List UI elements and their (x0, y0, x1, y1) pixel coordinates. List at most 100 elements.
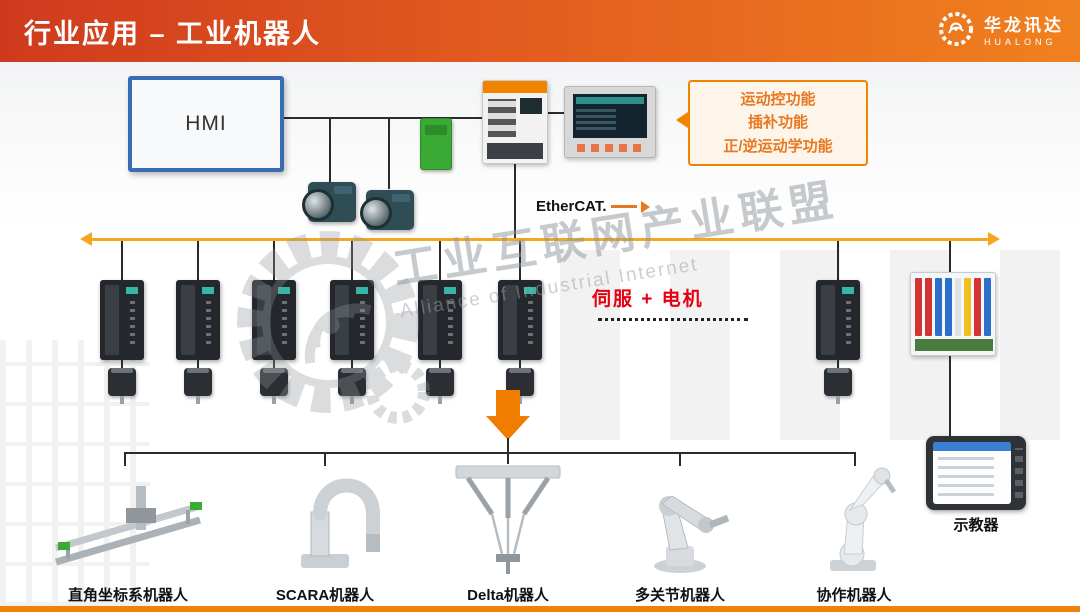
io-terminal-blue (944, 278, 952, 336)
wire-bus-drive-4 (351, 241, 353, 280)
wire-drive-motor (439, 360, 441, 368)
wire-drop-robot-5 (854, 452, 856, 466)
ethercat-label: EtherCAT. (536, 198, 607, 215)
servo-drive (330, 280, 374, 360)
servo-motor (338, 368, 366, 404)
servo-drive (252, 280, 296, 360)
collaborative-robot-image (830, 467, 897, 571)
scara-robot-image (301, 478, 380, 568)
teach-pendant-screen (933, 442, 1011, 504)
servo-drive (100, 280, 144, 360)
wire-io-pendant (949, 356, 951, 440)
bus-arrow-left-icon (80, 232, 92, 246)
feature-callout: 运动控功能 插补功能 正/逆运动学功能 (688, 80, 868, 166)
io-terminal-blue (984, 278, 991, 336)
page-title: 行业应用 – 工业机器人 (24, 18, 322, 49)
plc-orange-band (483, 81, 547, 93)
servo-motor (426, 368, 454, 404)
wire-drop-robot-4 (679, 452, 681, 466)
ethercat-arrowhead-icon (640, 200, 650, 213)
ethercat-logo: EtherCAT. (536, 198, 650, 215)
teach-pendant-label: 示教器 (953, 517, 999, 534)
wire-plc-to-bus (514, 162, 516, 240)
robot-label-collaborative: 协作机器人 (816, 587, 892, 604)
wire-bus-drive-3 (273, 241, 275, 280)
teach-pendant-buttons (1015, 448, 1023, 498)
wire-drop-camera1 (329, 117, 331, 183)
bus-coupler-device (420, 118, 452, 170)
servo-motor (184, 368, 212, 404)
io-terminal-red (924, 278, 932, 336)
plc-connector-block (487, 143, 543, 159)
ethercat-arrow-icon (610, 205, 637, 208)
wire-plc-to-screen (546, 112, 564, 114)
bottom-accent-bar (0, 606, 1080, 612)
wire-drop-robot-1 (124, 452, 126, 466)
wire-hmi-to-plc (276, 117, 486, 119)
wire-drive-motor (351, 360, 353, 368)
feature-line-1: 运动控功能 (740, 91, 816, 109)
io-terminal-gray (954, 278, 962, 336)
feature-line-3: 正/逆运动学功能 (723, 137, 833, 155)
feature-line-2: 插补功能 (747, 114, 808, 132)
wire-drive-motor (837, 360, 839, 368)
gear-fingerprint-logo-icon (939, 12, 973, 46)
wire-drive-motor (273, 360, 275, 368)
wire-bus-drive-7 (837, 241, 839, 280)
camera-lens-icon (302, 189, 334, 221)
hmi-box: HMI (128, 76, 284, 172)
io-terminal-yellow (964, 278, 972, 336)
servo-motor (824, 368, 852, 404)
logo-name-en: HUALONG (984, 37, 1057, 47)
controller-buttons (577, 144, 643, 152)
camera-body-detail (392, 194, 410, 202)
servo-motor-label: 伺服 + 电机 (592, 289, 704, 310)
wire-bus-drive-5 (439, 241, 441, 280)
ellipsis-dotted-line (598, 318, 748, 321)
robot-label-articulated: 多关节机器人 (634, 587, 725, 604)
wire-drive-motor (121, 360, 123, 368)
robot-label-cartesian: 直角坐标系机器人 (67, 587, 188, 604)
wire-bus-drive-1 (121, 241, 123, 280)
plc-controller-device (482, 80, 548, 164)
teach-pendant-device (926, 436, 1026, 510)
servo-motor (108, 368, 136, 404)
servo-drive (418, 280, 462, 360)
wire-bus-drive-6 (519, 241, 521, 280)
company-logo: 华龙讯达 HUALONG (936, 9, 1064, 49)
robot-distribution-line (124, 452, 856, 454)
wire-drop-robot-2 (324, 452, 326, 466)
io-terminal-module (910, 272, 996, 356)
io-terminal-red (974, 278, 982, 336)
wire-arrow-to-dist (507, 438, 509, 454)
logo-name-cn: 华龙讯达 (984, 16, 1064, 35)
servo-drive (176, 280, 220, 360)
wire-drive-motor (197, 360, 199, 368)
io-module-base (915, 339, 993, 351)
wire-drop-robot-3 (507, 452, 509, 464)
wire-bus-io (949, 241, 951, 272)
cartesian-robot-image (55, 486, 202, 566)
bus-arrow-right-icon (988, 232, 1000, 246)
servo-drive (816, 280, 860, 360)
hmi-label: HMI (185, 112, 227, 135)
camera-body-detail (334, 186, 352, 194)
robot-label-scara: SCARA机器人 (275, 587, 375, 604)
servo-drive (498, 280, 542, 360)
down-arrow-icon (496, 390, 520, 416)
industrial-camera-2 (360, 190, 414, 230)
plc-ports (488, 99, 516, 137)
industrial-camera-1 (302, 182, 356, 222)
servo-motor (260, 368, 288, 404)
robot-label-delta: Delta机器人 (467, 587, 549, 604)
delta-robot-image (455, 465, 561, 574)
controller-lcd (573, 94, 647, 138)
wire-drop-camera2 (388, 117, 390, 189)
articulated-robot-image (654, 495, 730, 573)
ethercat-bus-line (92, 238, 988, 241)
header-bar: 行业应用 – 工业机器人 华龙讯达 HUALONG (0, 0, 1080, 62)
camera-lens-icon (360, 197, 392, 229)
wire-drive-motor (519, 360, 521, 368)
feature-callout-pointer (676, 112, 688, 128)
